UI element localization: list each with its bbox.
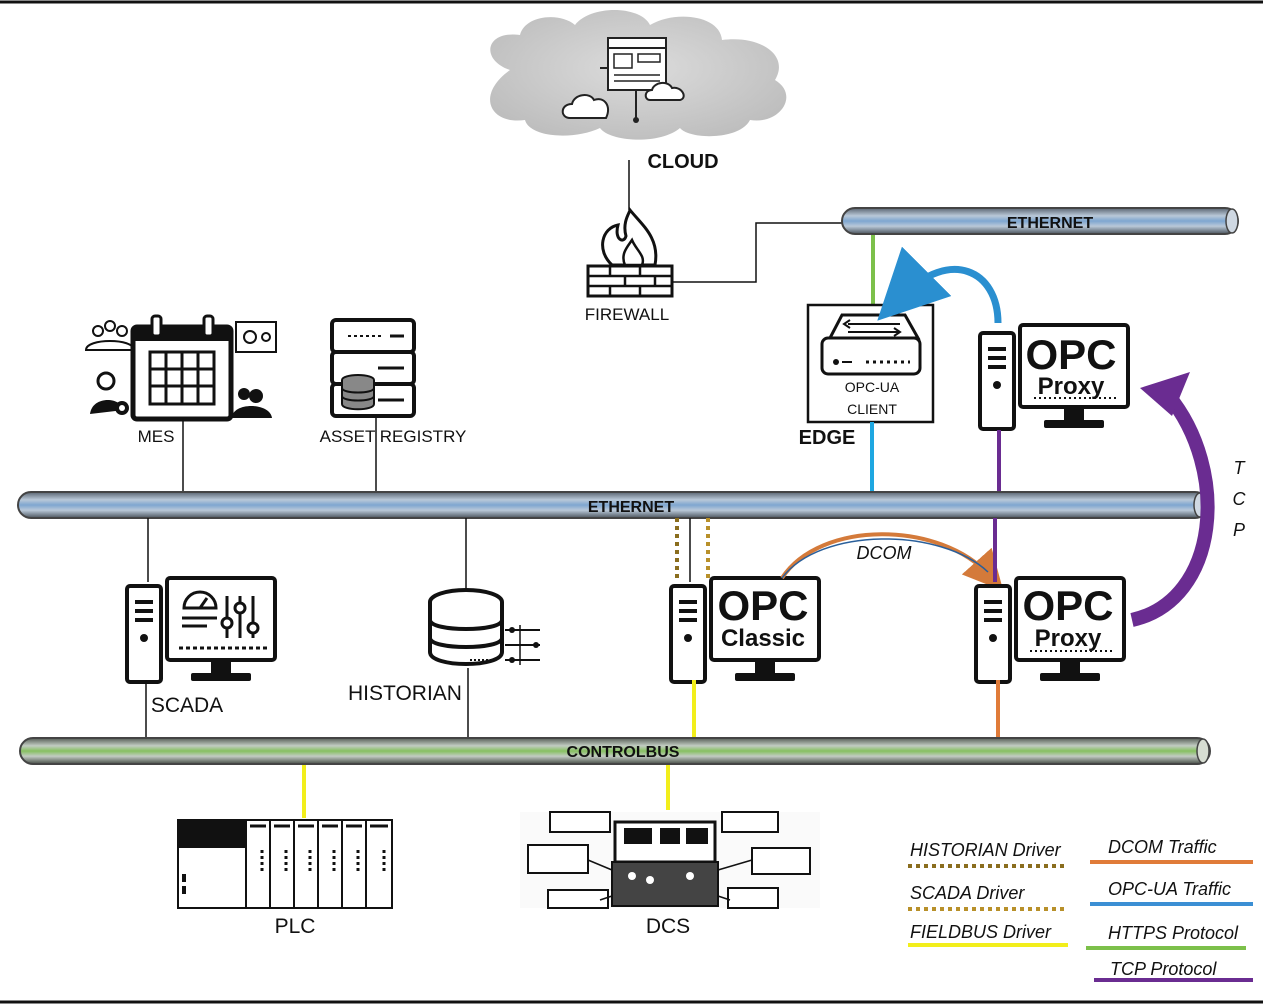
dcs-icon	[520, 811, 820, 909]
opc-proxy-bottom-subtitle: Proxy	[1035, 625, 1102, 652]
firewall-ethernet-link	[672, 222, 844, 283]
controlbus	[19, 737, 1211, 765]
legend-dcom-traffic: DCOM Traffic	[1108, 837, 1217, 857]
opc-proxy-bottom-title: OPC	[1022, 582, 1113, 629]
edge-label: EDGE	[799, 427, 856, 449]
controlbus-label: CONTROLBUS	[567, 744, 680, 761]
legend-tcp-protocol: TCP Protocol	[1110, 959, 1217, 979]
asset-registry-label: ASSET REGISTRY	[320, 427, 467, 446]
opc-proxy-top-subtitle: Proxy	[1038, 373, 1105, 400]
legend-opcua-traffic: OPC-UA Traffic	[1108, 879, 1231, 899]
asset-registry-icon	[330, 318, 416, 418]
firewall-icon	[586, 205, 674, 298]
ethernet-top-bus	[841, 207, 1239, 235]
ethernet-main-label: ETHERNET	[588, 499, 674, 516]
scada-label: SCADA	[151, 694, 223, 717]
tcp-arrow	[1130, 390, 1215, 627]
legend-scada-driver: SCADA Driver	[910, 883, 1025, 903]
ethernet-top-label: ETHERNET	[1007, 215, 1093, 232]
opc-classic-subtitle: Classic	[721, 625, 805, 652]
opc-classic-title: OPC	[717, 582, 808, 629]
firewall-label: FIREWALL	[585, 305, 669, 324]
edge-device	[806, 303, 935, 424]
opcua-arrow	[877, 246, 1002, 324]
mes-icon	[84, 314, 277, 422]
cloud-icon	[490, 10, 787, 140]
tcp-letter-p: P	[1233, 520, 1245, 540]
dcom-label: DCOM	[857, 543, 912, 563]
legend-fieldbus-driver: FIELDBUS Driver	[910, 922, 1052, 942]
plc-icon	[177, 819, 393, 909]
legend-https-protocol: HTTPS Protocol	[1108, 923, 1239, 943]
legend: HISTORIAN Driver SCADA Driver FIELDBUS D…	[908, 837, 1253, 982]
tcp-letter-c: C	[1233, 489, 1247, 509]
legend-historian-driver: HISTORIAN Driver	[910, 840, 1062, 860]
opcua-client-line2: CLIENT	[847, 401, 897, 417]
historian-label: HISTORIAN	[348, 682, 462, 705]
opc-proxy-top-title: OPC	[1025, 331, 1116, 378]
dcs-label: DCS	[646, 915, 690, 938]
cloud-label: CLOUD	[647, 151, 718, 173]
mes-label: MES	[138, 427, 175, 446]
plc-label: PLC	[275, 915, 316, 938]
scada-icon	[125, 576, 277, 684]
tcp-letter-t: T	[1234, 458, 1247, 478]
historian-icon	[428, 588, 540, 666]
opcua-client-line1: OPC-UA	[845, 379, 900, 395]
